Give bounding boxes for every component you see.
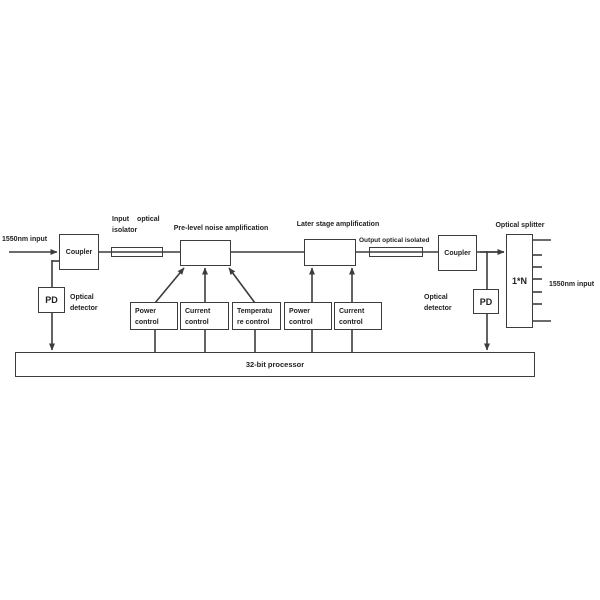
preamp-stage-label: Pre-level noise amplification (173, 225, 269, 232)
photodetector-right-box: PD (473, 289, 499, 314)
current-control-1-line1: Current (185, 307, 211, 315)
current-control-2-line1: Current (339, 307, 365, 315)
coupler-right-box: Coupler (438, 235, 477, 271)
input-optical-isolator-symbol (111, 247, 163, 257)
later-stage-box (304, 239, 356, 266)
current-control-1-box: Current control (180, 302, 229, 330)
input-1550nm-right-label: 1550nm input (549, 281, 595, 288)
input-isolator-label-line2: isolator (112, 227, 138, 234)
current-control-2-box: Current control (334, 302, 382, 330)
photodetector-left-box: PD (38, 287, 65, 313)
input-isolator-label-line1: Input optical (112, 216, 160, 223)
power-control-2-line2: control (289, 319, 313, 326)
power-control-1-line2: control (135, 319, 159, 326)
coupler-left-box: Coupler (59, 234, 99, 270)
output-optical-isolator-symbol (369, 247, 423, 257)
optical-detector-right-line2: detector (424, 305, 452, 312)
optical-splitter-label: Optical splitter (495, 222, 545, 229)
processor-bar: 32-bit processor (15, 352, 535, 377)
temperature-control-line2: re control (237, 319, 270, 326)
optical-detector-right-line1: Optical (424, 294, 448, 301)
power-control-1-line1: Power (135, 307, 157, 315)
output-isolator-label: Output optical isolated (359, 237, 430, 244)
preamp-stage-box (180, 240, 231, 266)
power-control-2-line1: Power (289, 307, 311, 315)
temperature-control-box: Temperatu re control (232, 302, 281, 330)
current-control-1-line2: control (185, 319, 209, 326)
input-1550nm-left-label: 1550nm input (2, 236, 48, 243)
temperature-control-line1: Temperatu (237, 307, 273, 315)
optical-detector-left-line2: detector (70, 305, 98, 312)
optical-detector-right-label: Optical detector (424, 292, 452, 314)
power-control-2-box: Power control (284, 302, 332, 330)
current-control-2-line2: control (339, 319, 363, 326)
input-isolator-label: Input optical isolator (112, 214, 164, 236)
power1-to-preamp-arrow (154, 267, 185, 304)
power-control-1-box: Power control (130, 302, 178, 330)
temperature-to-preamp-arrow (228, 267, 256, 304)
optical-splitter-box: 1*N (506, 234, 533, 328)
optical-detector-left-label: Optical detector (70, 292, 98, 314)
later-stage-label: Later stage amplification (296, 221, 380, 228)
optical-detector-left-line1: Optical (70, 294, 94, 301)
